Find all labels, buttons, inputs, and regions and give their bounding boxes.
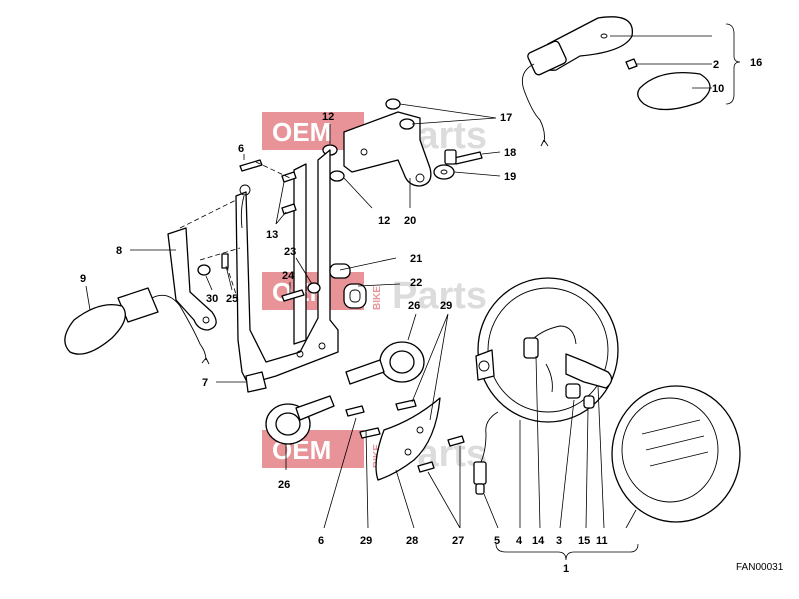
callout-17: 17 [500, 112, 512, 124]
callout-3: 3 [556, 535, 562, 547]
left-bracket-icon [167, 227, 217, 331]
callout-22: 22 [410, 277, 422, 289]
turn-signal-lens-icon [637, 71, 711, 111]
bolt-icon [444, 149, 483, 165]
callout-20: 20 [404, 215, 416, 227]
screw-icon [239, 159, 321, 302]
svg-text:Parts: Parts [392, 275, 487, 317]
headlight-lens-icon [611, 385, 741, 523]
bolt-icon [345, 399, 465, 473]
callout-5: 5 [494, 535, 500, 547]
callout-12: 12 [378, 215, 390, 227]
callout-15: 15 [578, 535, 590, 547]
callout-1: 1 [563, 563, 569, 575]
callout-29: 29 [360, 535, 372, 547]
leader-lines [85, 23, 741, 561]
callout-30: 30 [206, 293, 218, 305]
callout-28: 28 [406, 535, 418, 547]
callout-16: 16 [750, 57, 762, 69]
callout-26: 26 [278, 479, 290, 491]
cover-plate-icon [375, 397, 441, 481]
callout-labels: 16 2 10 17 18 19 12 12 20 6 13 8 9 23 24… [80, 57, 784, 575]
callout-6-top: 6 [238, 143, 244, 155]
headlight-icon [475, 277, 619, 423]
horn-icon [345, 341, 425, 385]
washer-icon [433, 164, 455, 180]
callout-11: 11 [596, 535, 608, 547]
callout-2: 2 [713, 59, 719, 71]
callout-4: 4 [516, 535, 523, 547]
callout-25: 25 [226, 293, 238, 305]
bulb-icon [625, 58, 638, 70]
horn-icon [265, 395, 335, 445]
callout-8: 8 [116, 245, 122, 257]
diagram-reference-code: FAN00031 [736, 562, 784, 573]
turn-signal-icon [521, 16, 633, 147]
callout-26-upper: 26 [408, 300, 420, 312]
callout-27: 27 [452, 535, 464, 547]
grommet-icon [329, 263, 367, 309]
callout-9: 9 [80, 273, 86, 285]
callout-18: 18 [504, 147, 516, 159]
callout-23: 23 [284, 246, 296, 258]
callout-21: 21 [410, 253, 422, 265]
bracket-icon [343, 111, 432, 187]
callout-13: 13 [266, 229, 278, 241]
callout-10: 10 [712, 83, 724, 95]
callout-12-top: 12 [322, 111, 334, 123]
callout-24: 24 [282, 270, 295, 282]
main-frame-icon [235, 149, 339, 393]
callout-7: 7 [202, 377, 208, 389]
callout-14: 14 [532, 535, 545, 547]
svg-text:BIKE: BIKE [372, 286, 383, 310]
callout-29-upper: 29 [440, 300, 452, 312]
callout-6: 6 [318, 535, 324, 547]
cable-icon [473, 411, 499, 495]
svg-text:OEM: OEM [272, 117, 331, 147]
callout-19: 19 [504, 171, 516, 183]
nut-icon [197, 253, 229, 276]
turn-signal-icon [64, 287, 210, 365]
